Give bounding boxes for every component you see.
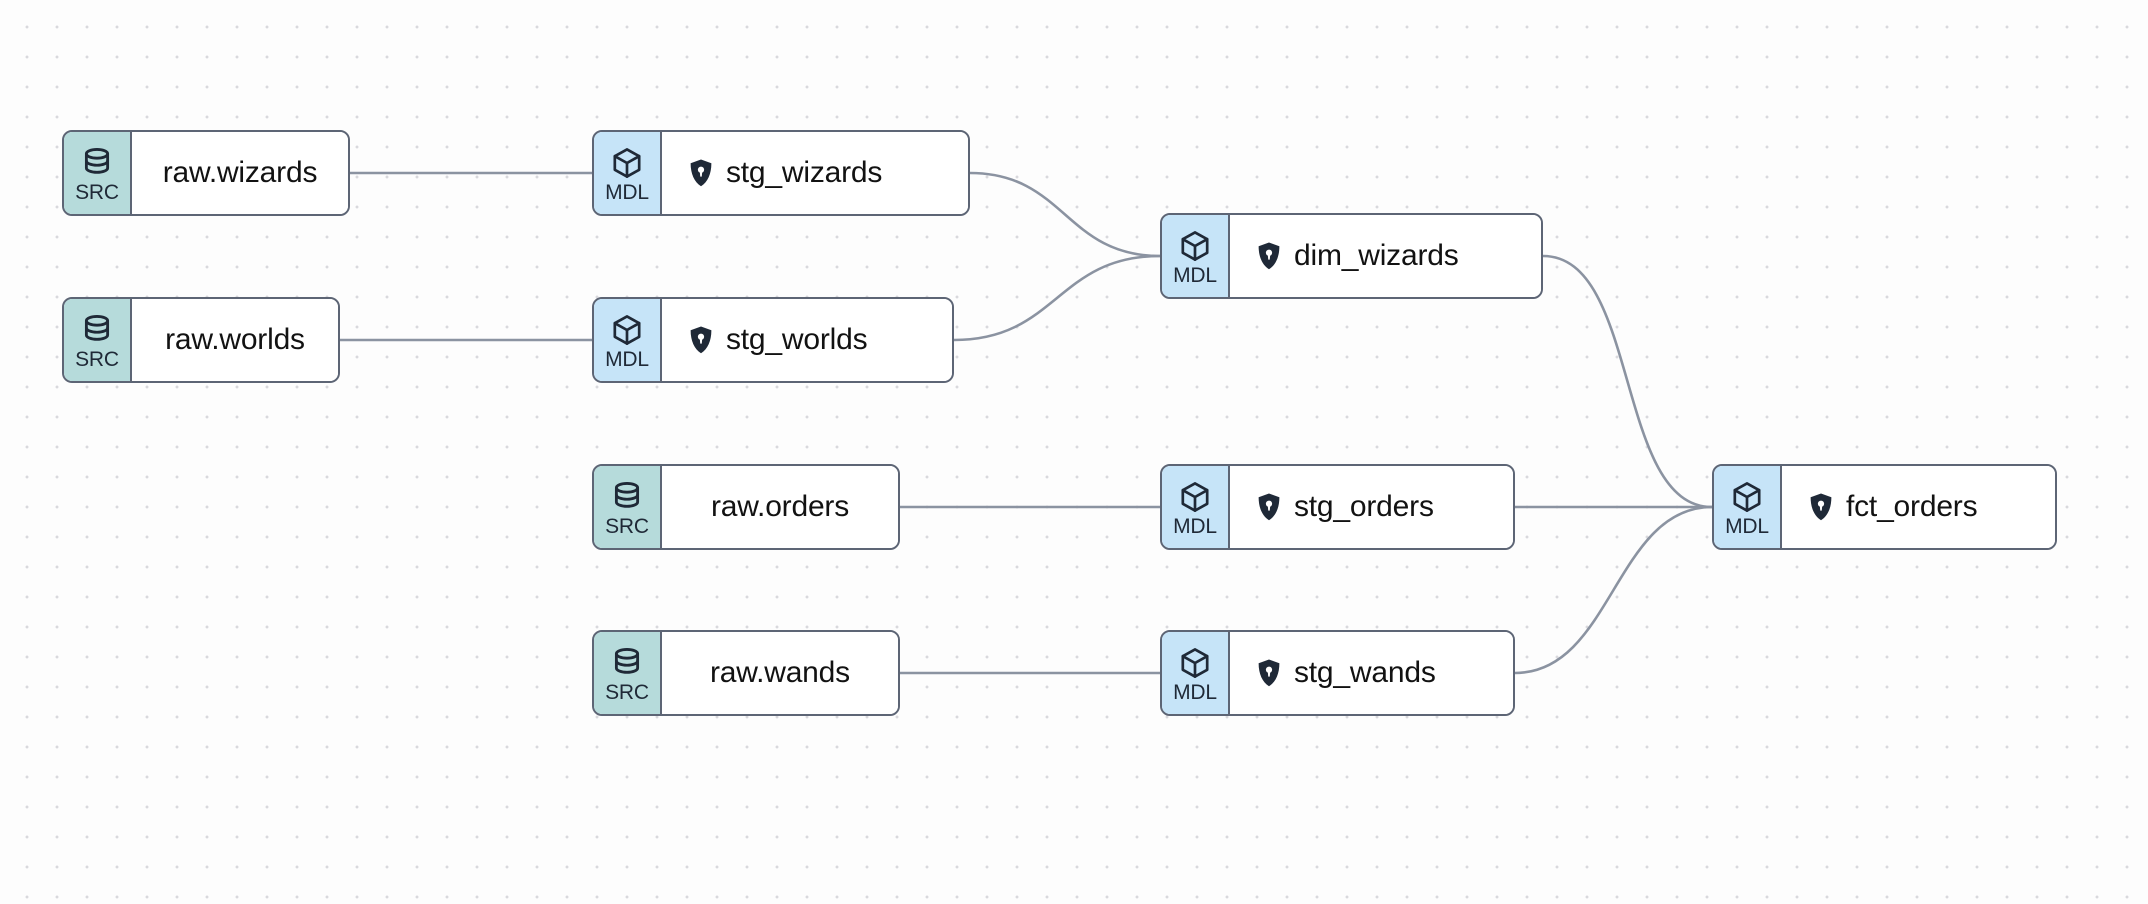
node-body: raw.wizards xyxy=(132,132,348,214)
node-raw_wizards[interactable]: SRC raw.wizards xyxy=(62,130,350,216)
cube-icon xyxy=(1178,480,1212,514)
node-badge-label: MDL xyxy=(605,347,649,371)
database-icon xyxy=(610,646,644,680)
node-stg_wands[interactable]: MDL stg_wands xyxy=(1160,630,1515,716)
node-badge-label: MDL xyxy=(1725,514,1769,538)
node-stg_orders[interactable]: MDL stg_orders xyxy=(1160,464,1515,550)
node-raw_worlds[interactable]: SRC raw.worlds xyxy=(62,297,340,383)
node-stg_wizards[interactable]: MDL stg_wizards xyxy=(592,130,970,216)
edge-dim_wizards-to-fct_orders[interactable] xyxy=(1541,254,1714,509)
node-label: raw.wands xyxy=(710,656,850,689)
cube-icon xyxy=(1730,480,1764,514)
database-icon xyxy=(610,480,644,514)
node-body: stg_worlds xyxy=(662,299,952,381)
node-badge-mdl: MDL xyxy=(594,299,662,381)
cube-icon xyxy=(1178,229,1212,263)
edge-stg_worlds-to-dim_wizards[interactable] xyxy=(952,254,1162,342)
node-badge-label: SRC xyxy=(75,180,119,204)
node-body: stg_orders xyxy=(1230,466,1513,548)
shield-lock-icon xyxy=(1256,241,1282,271)
node-label: stg_orders xyxy=(1294,490,1434,523)
edge-stg_wands-to-fct_orders[interactable] xyxy=(1513,505,1714,675)
shield-lock-icon xyxy=(688,325,714,355)
node-body: raw.wands xyxy=(662,632,898,714)
database-icon xyxy=(80,313,114,347)
node-badge-src: SRC xyxy=(594,632,662,714)
node-label: raw.orders xyxy=(710,490,850,523)
node-badge-mdl: MDL xyxy=(1162,466,1230,548)
node-body: stg_wizards xyxy=(662,132,968,214)
shield-lock-icon xyxy=(1256,658,1282,688)
shield-lock-icon xyxy=(1256,492,1282,522)
node-badge-mdl: MDL xyxy=(1162,632,1230,714)
edge-stg_wizards-to-dim_wizards[interactable] xyxy=(968,171,1162,258)
database-icon xyxy=(80,146,114,180)
node-fct_orders[interactable]: MDL fct_orders xyxy=(1712,464,2057,550)
shield-lock-icon xyxy=(1808,492,1834,522)
node-badge-src: SRC xyxy=(594,466,662,548)
cube-icon xyxy=(610,146,644,180)
node-badge-label: MDL xyxy=(1173,514,1217,538)
node-body: dim_wizards xyxy=(1230,215,1541,297)
node-badge-label: SRC xyxy=(605,514,649,538)
node-badge-label: SRC xyxy=(605,680,649,704)
node-label: stg_wands xyxy=(1294,656,1436,689)
node-badge-mdl: MDL xyxy=(1714,466,1782,548)
node-label: raw.worlds xyxy=(165,323,305,356)
node-badge-label: MDL xyxy=(605,180,649,204)
cube-icon xyxy=(610,313,644,347)
node-badge-label: MDL xyxy=(1173,680,1217,704)
node-badge-src: SRC xyxy=(64,299,132,381)
node-label: fct_orders xyxy=(1846,490,1978,523)
node-label: dim_wizards xyxy=(1294,239,1459,272)
node-badge-label: SRC xyxy=(75,347,119,371)
node-badge-mdl: MDL xyxy=(1162,215,1230,297)
node-label: stg_wizards xyxy=(726,156,883,189)
node-badge-src: SRC xyxy=(64,132,132,214)
shield-lock-icon xyxy=(688,158,714,188)
node-raw_orders[interactable]: SRC raw.orders xyxy=(592,464,900,550)
node-stg_worlds[interactable]: MDL stg_worlds xyxy=(592,297,954,383)
cube-icon xyxy=(1178,646,1212,680)
node-badge-mdl: MDL xyxy=(594,132,662,214)
node-body: stg_wands xyxy=(1230,632,1513,714)
node-badge-label: MDL xyxy=(1173,263,1217,287)
node-body: raw.worlds xyxy=(132,299,338,381)
node-body: fct_orders xyxy=(1782,466,2055,548)
node-label: raw.wizards xyxy=(162,156,318,189)
node-body: raw.orders xyxy=(662,466,898,548)
node-dim_wizards[interactable]: MDL dim_wizards xyxy=(1160,213,1543,299)
node-label: stg_worlds xyxy=(726,323,868,356)
node-raw_wands[interactable]: SRC raw.wands xyxy=(592,630,900,716)
